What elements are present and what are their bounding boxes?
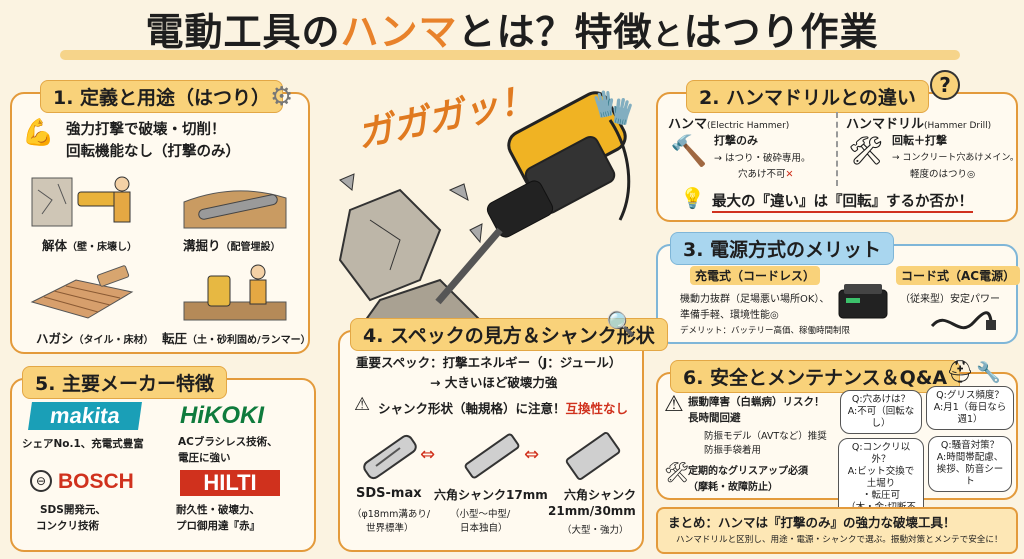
summary-line-1: まとめ：ハンマは『打撃のみ』の強力な破壊工具！ (668, 515, 956, 530)
section-4-title: 4. スペックの見方＆シャンク形状 (350, 318, 668, 351)
shank-name-0: SDS-max (356, 486, 422, 501)
trenching-illustration (183, 190, 287, 229)
cordless-line-2: 準備手軽、環境性能◎ (680, 310, 779, 321)
tile-stripping-illustration (30, 265, 134, 319)
shank-sub1-0: （φ18mm溝あり/ (352, 509, 431, 520)
cordless-title: 充電式（コードレス） (690, 266, 821, 285)
sds-max-bit (363, 434, 417, 480)
magnifier-icon: 🔍 (606, 310, 636, 338)
battery-icon (838, 284, 888, 319)
page-title: 電動工具のハンマとは？特徴とはつり作業 (145, 10, 879, 54)
incompatible-arrow-icon-2: ⇔ (524, 444, 540, 465)
incompatible-arrow-icon: ⇔ (420, 444, 436, 465)
definition-line-2: 回転機能なし（打撃のみ） (66, 144, 240, 160)
section-1-title: 1. 定義と用途（はつり） (40, 80, 284, 113)
maker-desc-3a: 耐久性・破壊力、 (176, 504, 260, 516)
hex21-bit (565, 432, 621, 480)
shank-warning: シャンク形状（軸規格）に注意！互換性なし (378, 401, 629, 416)
vibration-warning-icon: ⚠ (664, 392, 684, 417)
lightbulb-icon: 💡 (680, 186, 705, 210)
tools-icon: 🛠 (664, 460, 690, 484)
shank-sub1-2: （大型・強力） (562, 525, 629, 536)
compaction-illustration (183, 264, 287, 321)
hammer-drill-line-1: 回転＋打撃 (892, 134, 947, 147)
section-5-title: 5. 主要メーカー特徴 (22, 366, 228, 399)
shank-name2-2: 21mm/30mm (548, 504, 636, 518)
hammer-drill-line-2: → コンクリート穴あけメイン。 (892, 153, 1019, 163)
hammer-line-3: 穴あけ不可✕ (738, 169, 794, 180)
helmet-icon: ⛑ (946, 360, 974, 385)
shank-sub1-1: （小型〜中型/ (450, 509, 511, 520)
grease-line-1: 定期的なグリスアップ必須 (688, 466, 808, 477)
hammer-icon: 🔨 (670, 134, 708, 169)
summary-line-2: ハンマドリルと区別し、用途・電源・シャンクで選ぶ。振動対策とメンテで安全に！ (676, 535, 1003, 545)
summary-footer (656, 507, 1018, 554)
difference-summary: 最大の『違い』は『回転』するか否か！ (712, 190, 973, 213)
drill-icon: 🛠 (848, 134, 884, 167)
demolition-illustration (31, 176, 131, 227)
shank-name-2: 六角シャンク (564, 488, 637, 502)
muscle-icon: 💪 (22, 118, 55, 148)
maker-desc-3b: プロ御用達『赤』 (176, 520, 260, 532)
section-2-title: 2. ハンマドリルとの違い (686, 80, 929, 113)
power-cord-icon (930, 311, 996, 330)
cordless-line-1: 機動力抜群（足場悪い場所OK）、 (680, 294, 830, 305)
hammer-line-1: 打撃のみ (714, 134, 758, 147)
maker-desc-1b: 電圧に強い (178, 452, 231, 464)
qa-bubble-1: Q:グリス頻度？ A:月1（毎日なら週1） (926, 386, 1014, 430)
use-label-3: 転圧（土・砂利固め/ランマー） (162, 331, 311, 346)
spec-line-2: → 大きいほど破壊力強 (430, 375, 558, 390)
maker-desc-2a: SDS開発元、 (40, 504, 106, 516)
section-6-title: 6. 安全とメンテナンス＆Q&A (670, 360, 961, 393)
maker-desc-2b: コンクリ技術 (36, 520, 99, 532)
shank-name-1: 六角シャンク17mm (434, 488, 548, 502)
vibration-line-1: 振動障害（白蝋病）リスク！ (688, 396, 825, 408)
bosch-logo: BOSCH (58, 470, 134, 493)
spec-line-1: 重要スペック：打撃エネルギー（J：ジュール） (356, 355, 622, 370)
use-label-2: ハガシ（タイル・床材） (36, 331, 154, 346)
cordless-line-3: デメリット：バッテリー高価、稼働時間制限 (680, 326, 851, 336)
qa-bubble-0: Q:穴あけは？ A:不可（回転なし） (840, 390, 922, 434)
hammer-line-2: → はつり・破砕専用。 (714, 153, 811, 164)
use-label-0: 解体（壁・床壊し） (42, 238, 138, 253)
gear-icon: ⚙ (270, 82, 294, 112)
maker-desc-0: シェアNo.1、充電式豊富 (22, 438, 144, 450)
hikoki-logo: HiKOKI (180, 402, 264, 429)
shank-sub2-0: 世界標準） (366, 523, 414, 534)
hammer-drill-heading: ハンマドリル(Hammer Drill) (846, 117, 992, 132)
shank-sub2-1: 日本独自） (460, 523, 508, 534)
warning-icon: ⚠ (354, 394, 371, 415)
electric-hammer-illustration (435, 91, 631, 305)
corded-line-1: （従来型）安定パワー (900, 294, 1000, 305)
makita-logo: makita (28, 402, 142, 430)
definition-line-1: 強力打撃で破壊・切削！ (66, 122, 226, 138)
vibration-line-3: 防振モデル（AVTなど）推奨 (704, 431, 827, 442)
grease-line-2: （摩耗・故障防止） (688, 482, 778, 493)
qa-bubble-3: Q:騒音対策？ A:時間帯配慮、 挨拶、防音シート (928, 436, 1012, 492)
hammer-heading: ハンマ(Electric Hammer) (668, 117, 790, 132)
hammer-drill-line-3: 軽度のはつり◎ (910, 169, 976, 180)
vibration-line-2: 長時間回避 (688, 412, 741, 424)
glove-icon: 🧤 (592, 88, 635, 128)
title-underline (60, 50, 960, 60)
hex17-bit (464, 433, 520, 479)
question-icon: ? (930, 70, 960, 100)
wrench-icon-top: 🔧 (976, 360, 1001, 384)
hilti-logo: HILTI (180, 470, 280, 496)
vibration-line-4: 防振手袋着用 (704, 445, 762, 456)
corded-title: コード式（AC電源） (896, 266, 1021, 285)
bosch-emblem-icon: ⊖ (30, 470, 52, 492)
maker-desc-1a: ACブラシレス技術、 (178, 436, 278, 448)
divider (836, 112, 838, 186)
use-label-1: 溝掘り（配管埋設） (183, 238, 281, 253)
section-3-title: 3. 電源方式のメリット (670, 232, 895, 265)
